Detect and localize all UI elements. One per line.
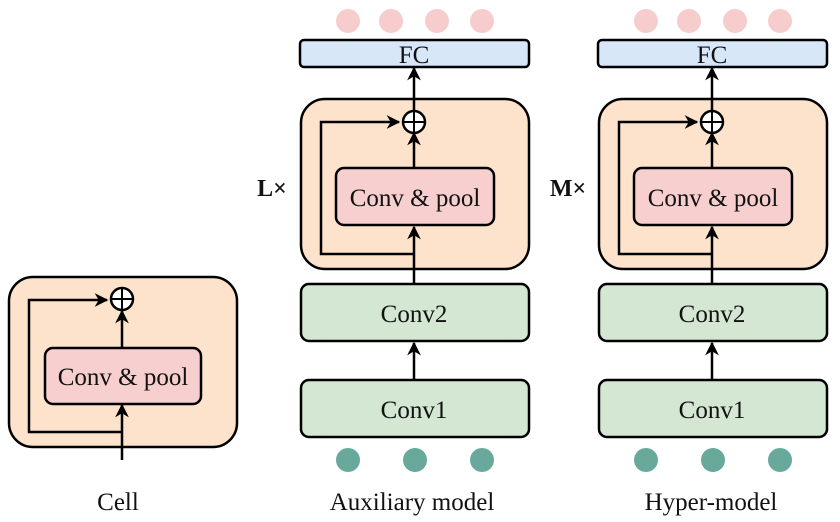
output-dot [677, 9, 701, 33]
hyper-skip-connection [617, 115, 712, 256]
hyper-conv-pool-label: Conv & pool [648, 185, 779, 212]
auxiliary-caption: Auxiliary model [330, 489, 495, 516]
output-dot [634, 9, 658, 33]
auxiliary-conv1-block [299, 378, 531, 439]
auxiliary-fc-label: FC [399, 42, 430, 69]
cell-caption: Cell [97, 489, 139, 516]
input-dot [768, 448, 792, 472]
auxiliary-conv2-label: Conv2 [381, 301, 448, 328]
output-dot [470, 9, 494, 33]
auxiliary-conv-pool-label: Conv & pool [350, 185, 481, 212]
output-dot [379, 9, 403, 33]
hyper-model-diagram: FC Conv & pool M× Conv2 Conv1 Hyper-mode… [550, 9, 829, 516]
auxiliary-repeat-label: L× [257, 176, 287, 202]
auxiliary-conv2-block [299, 282, 531, 343]
hyper-conv1-label: Conv1 [679, 397, 746, 424]
hyper-conv1-block [597, 378, 829, 439]
hyper-caption: Hyper-model [645, 489, 778, 516]
hyper-fc-label: FC [697, 42, 728, 69]
add-icon [699, 109, 725, 135]
hyper-conv2-label: Conv2 [679, 301, 746, 328]
hyper-output-dots [634, 9, 792, 33]
input-dot [701, 448, 725, 472]
add-icon [401, 109, 427, 135]
hyper-repeat-label: M× [550, 176, 586, 202]
input-dot [336, 448, 360, 472]
cell-diagram: Conv & pool Cell [7, 275, 239, 516]
auxiliary-model-diagram: FC Conv & pool L× Conv2 Conv1 Auxiliary … [257, 9, 531, 516]
auxiliary-conv1-label: Conv1 [381, 397, 448, 424]
hyper-conv2-block [597, 282, 829, 343]
output-dot [723, 9, 747, 33]
output-dot [768, 9, 792, 33]
input-dot [403, 448, 427, 472]
output-dot [425, 9, 449, 33]
auxiliary-input-dots [336, 448, 494, 472]
input-dot [470, 448, 494, 472]
auxiliary-output-dots [336, 9, 494, 33]
input-dot [634, 448, 658, 472]
cell-conv-pool-label: Conv & pool [58, 364, 189, 391]
hyper-input-dots [634, 448, 792, 472]
add-icon [109, 286, 135, 312]
cell-skip-connection [27, 293, 122, 434]
auxiliary-skip-connection [319, 115, 414, 256]
output-dot [336, 9, 360, 33]
